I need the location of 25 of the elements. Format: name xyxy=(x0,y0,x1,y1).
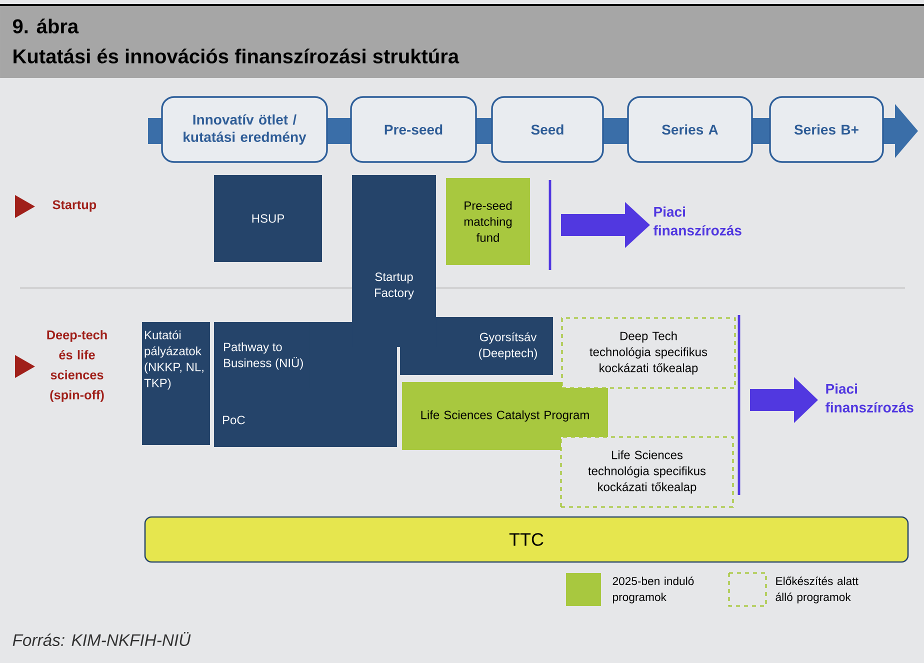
market-label: Piaci finanszírozás xyxy=(826,384,914,412)
program-box: Pathway to Business (NIÜ) xyxy=(214,322,309,388)
program-box: Startup Factory xyxy=(352,175,436,347)
legend-label: 2025-ben induló programok xyxy=(612,576,694,604)
stage-box: Pre-seed xyxy=(350,96,477,163)
planned-fund-box: Deep Tech technológia specifikus kockázati tőkealap xyxy=(561,317,736,389)
row-label: Deep-tech és life sciences (spin-off) xyxy=(47,330,107,402)
stage-box: Seed xyxy=(491,96,604,163)
node-label: Gyorsítsáv (Deeptech) xyxy=(479,332,537,360)
title: Kutatási és innovációs finanszírozási struktúra xyxy=(14,48,460,64)
program-box: Pre-seed matching fund xyxy=(446,178,530,265)
figure-number: 9. ábra xyxy=(12,18,79,34)
node-label: Startup Factory xyxy=(374,272,414,300)
market-label: Piaci finanszírozás xyxy=(654,206,742,236)
row-label: Startup xyxy=(52,200,96,212)
program-box: Kutatói pályázatok (NKKP, NL, TKP) xyxy=(142,322,210,445)
stage-box: Innovatív ötlet / kutatási eredmény xyxy=(161,96,328,163)
stage-box: Series A xyxy=(627,96,753,163)
program-box: Life Sciences Catalyst Program xyxy=(402,382,608,450)
planned-fund-box: Life Sciences technológia specifikus kockázati tőkealap xyxy=(560,436,734,508)
ttc-bar: TTC xyxy=(144,516,909,563)
legend-label: Előkészítés alatt álló programok xyxy=(776,576,858,604)
program-box: HSUP xyxy=(214,175,322,262)
source-note: Forrás: KIM-NKFIH-NIÜ xyxy=(12,632,191,646)
stage-box: Series B+ xyxy=(769,96,884,163)
